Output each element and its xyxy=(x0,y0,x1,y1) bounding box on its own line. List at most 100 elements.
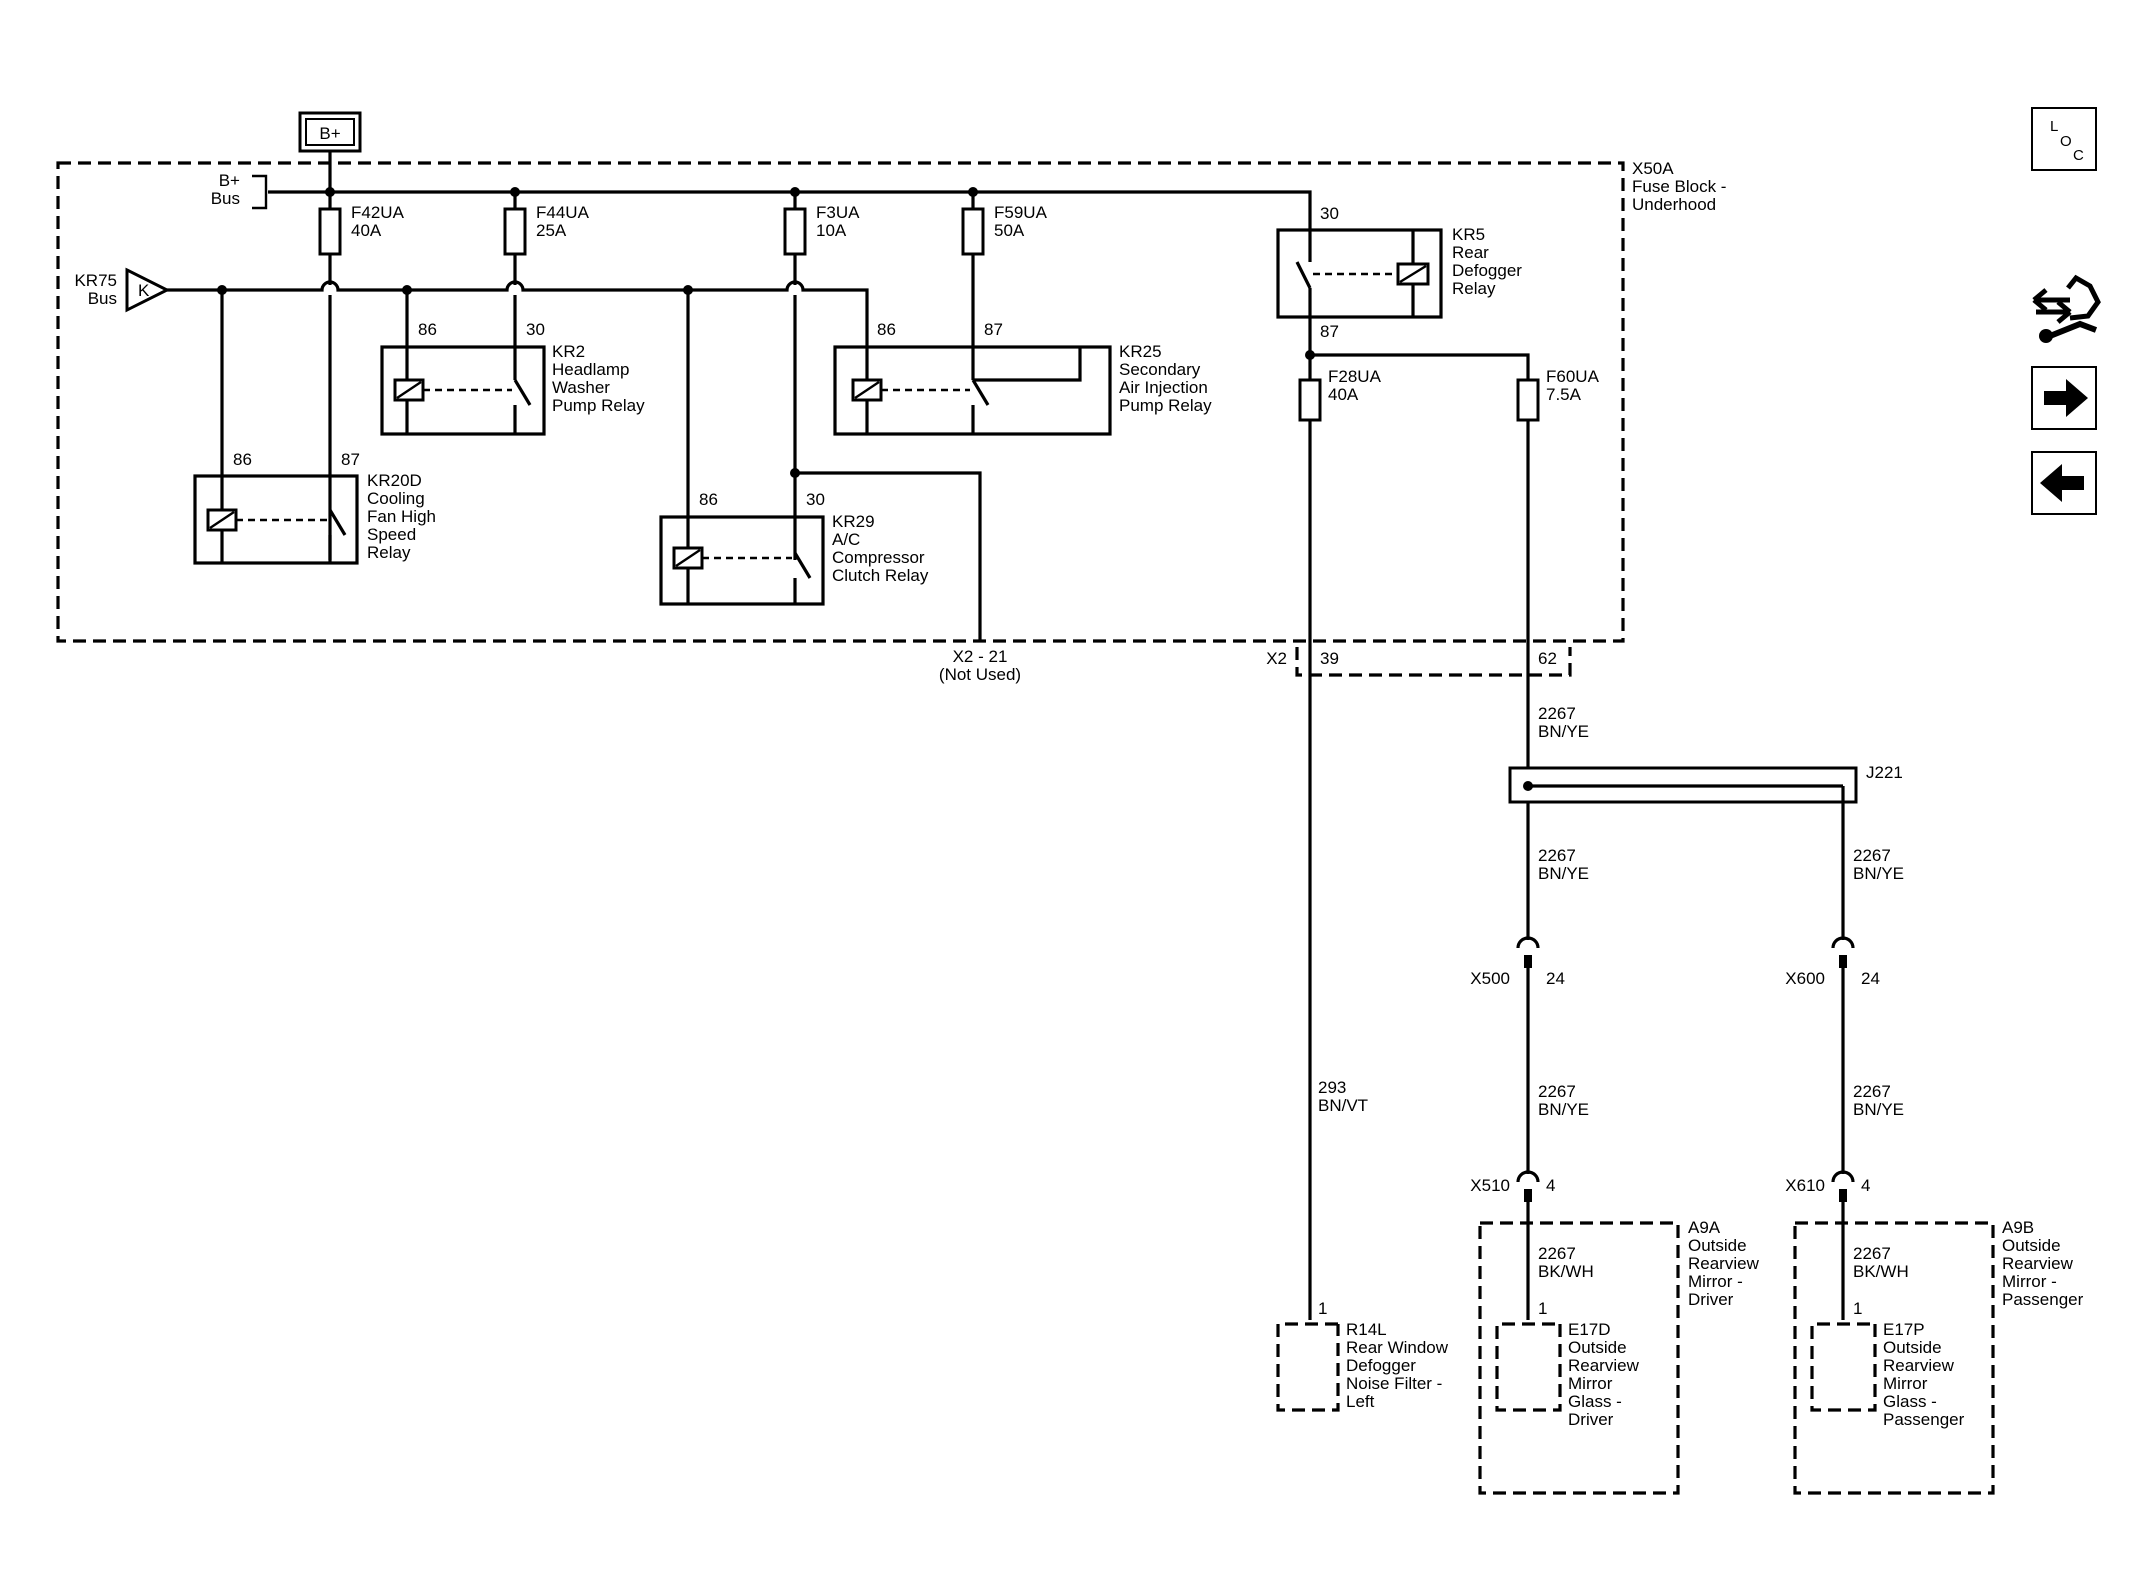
a9b-label-3: Rearview xyxy=(2002,1254,2074,1273)
kr75-bus-symbol: K xyxy=(125,267,171,313)
x510-name: X510 xyxy=(1470,1176,1510,1195)
kr20d-label-3: Fan High xyxy=(367,507,436,526)
previous-page-button[interactable] xyxy=(2031,451,2097,515)
e17d-label-2: Outside xyxy=(1568,1338,1627,1357)
e17p-label-1: E17P xyxy=(1883,1320,1925,1339)
a9a-label-5: Driver xyxy=(1688,1290,1734,1309)
circuit-2267-c-num: 2267 xyxy=(1853,846,1891,865)
e17p-label-6: Passenger xyxy=(1883,1410,1965,1429)
fuse-f3ua xyxy=(783,207,807,256)
x500-pin: 24 xyxy=(1546,969,1565,988)
fuse-f60ua xyxy=(1516,378,1540,422)
circuit-2267-b-num: 2267 xyxy=(1538,1082,1576,1101)
e17p-label-3: Rearview xyxy=(1883,1356,1955,1375)
e17d-pin: 1 xyxy=(1538,1299,1547,1318)
r14l-outline xyxy=(1276,1322,1340,1412)
a9a-label-3: Rearview xyxy=(1688,1254,1760,1273)
x610-pin: 4 xyxy=(1861,1176,1870,1195)
e17p-outline xyxy=(1810,1322,1877,1412)
connector-tools-icon[interactable] xyxy=(2032,274,2101,343)
circuit-2267-b-color: BN/YE xyxy=(1538,1100,1589,1119)
fuse-block-label-3: Underhood xyxy=(1632,195,1716,214)
splice-j221-label: J221 xyxy=(1866,763,1903,782)
fuse-f60ua-rating: 7.5A xyxy=(1546,385,1582,404)
x2-connector-outline xyxy=(1295,647,1572,677)
a9a-label-2: Outside xyxy=(1688,1236,1747,1255)
kr29-label-1: KR29 xyxy=(832,512,875,531)
r14l-label-1: R14L xyxy=(1346,1320,1387,1339)
fuse-f44ua xyxy=(503,207,527,256)
kr2-pin-30: 30 xyxy=(526,320,545,339)
battery-label: B+ xyxy=(319,124,340,143)
x500-name: X500 xyxy=(1470,969,1510,988)
bplus-bus-label-2: Bus xyxy=(211,189,240,208)
r14l-label-2: Rear Window xyxy=(1346,1338,1449,1357)
connector-x610 xyxy=(1831,1170,1855,1202)
r14l-label-3: Defogger xyxy=(1346,1356,1416,1375)
x510-pin: 4 xyxy=(1546,1176,1555,1195)
kr29-pin-86: 86 xyxy=(699,490,718,509)
kr20d-label-5: Relay xyxy=(367,543,411,562)
kr25-pin-86: 86 xyxy=(877,320,896,339)
arrow-right-icon xyxy=(2044,379,2088,417)
circuit-2267-c-color: BN/YE xyxy=(1853,864,1904,883)
x2-pin-39: 39 xyxy=(1320,649,1339,668)
bplus-bus-label-1: B+ xyxy=(219,171,240,190)
relay-kr25 xyxy=(833,345,1112,436)
kr25-label-3: Air Injection xyxy=(1119,378,1208,397)
circuit-2267-d-num: 2267 xyxy=(1853,1082,1891,1101)
circuit-2267-bkwh-a-color: BK/WH xyxy=(1538,1262,1594,1281)
kr5-label-1: KR5 xyxy=(1452,225,1485,244)
kr20d-label-1: KR20D xyxy=(367,471,422,490)
relay-kr29 xyxy=(659,290,982,641)
fuse-f42ua xyxy=(318,207,342,256)
fuse-f42ua-name: F42UA xyxy=(351,203,405,222)
x2-label: X2 xyxy=(1266,649,1287,668)
a9a-outline xyxy=(1478,1221,1680,1495)
kr20d-pin-87: 87 xyxy=(341,450,360,469)
circuit-293-num: 293 xyxy=(1318,1078,1346,1097)
circuit-2267-bkwh-b-num: 2267 xyxy=(1853,1244,1891,1263)
next-page-button[interactable] xyxy=(2031,366,2097,430)
kr29-label-4: Clutch Relay xyxy=(832,566,929,585)
kr5-label-2: Rear xyxy=(1452,243,1489,262)
kr5-label-3: Defogger xyxy=(1452,261,1522,280)
circuit-2267-bkwh-a-num: 2267 xyxy=(1538,1244,1576,1263)
junction-dot xyxy=(968,187,978,197)
x600-pin: 24 xyxy=(1861,969,1880,988)
e17p-label-5: Glass - xyxy=(1883,1392,1937,1411)
fuse-f44ua-name: F44UA xyxy=(536,203,590,222)
battery-positive-symbol: B+ xyxy=(298,111,362,153)
x610-name: X610 xyxy=(1785,1176,1825,1195)
x2-21-label: X2 - 21 xyxy=(953,647,1008,666)
fuse-f59ua xyxy=(961,207,985,256)
a9b-label-4: Mirror - xyxy=(2002,1272,2057,1291)
kr75-pin-label: K xyxy=(138,281,150,300)
connector-x600 xyxy=(1831,936,1855,968)
relay-kr20d xyxy=(193,290,359,565)
bplus-bus-line xyxy=(268,151,1312,230)
e17d-label-6: Driver xyxy=(1568,1410,1614,1429)
a9b-label-1: A9B xyxy=(2002,1218,2034,1237)
e17p-label-4: Mirror xyxy=(1883,1374,1928,1393)
r14l-pin: 1 xyxy=(1318,1299,1327,1318)
kr5-label-4: Relay xyxy=(1452,279,1496,298)
circuit-2267-d-color: BN/YE xyxy=(1853,1100,1904,1119)
splice-j221 xyxy=(1508,766,1858,804)
circuit-2267-a-num: 2267 xyxy=(1538,846,1576,865)
e17d-label-4: Mirror xyxy=(1568,1374,1613,1393)
fuse-f59ua-name: F59UA xyxy=(994,203,1048,222)
loc-button[interactable]: L O C xyxy=(2031,107,2097,171)
kr75-bus-label-2: Bus xyxy=(88,289,117,308)
fuse-f28ua xyxy=(1298,378,1322,422)
circuit-293-color: BN/VT xyxy=(1318,1096,1368,1115)
kr25-label-4: Pump Relay xyxy=(1119,396,1212,415)
bplus-bus-bracket xyxy=(252,174,268,210)
kr29-label-2: A/C xyxy=(832,530,860,549)
e17d-label-3: Rearview xyxy=(1568,1356,1640,1375)
circuit-2267-a-color: BN/YE xyxy=(1538,864,1589,883)
kr29-pin-30: 30 xyxy=(806,490,825,509)
junction-dot xyxy=(790,187,800,197)
relay-kr2 xyxy=(380,290,546,436)
